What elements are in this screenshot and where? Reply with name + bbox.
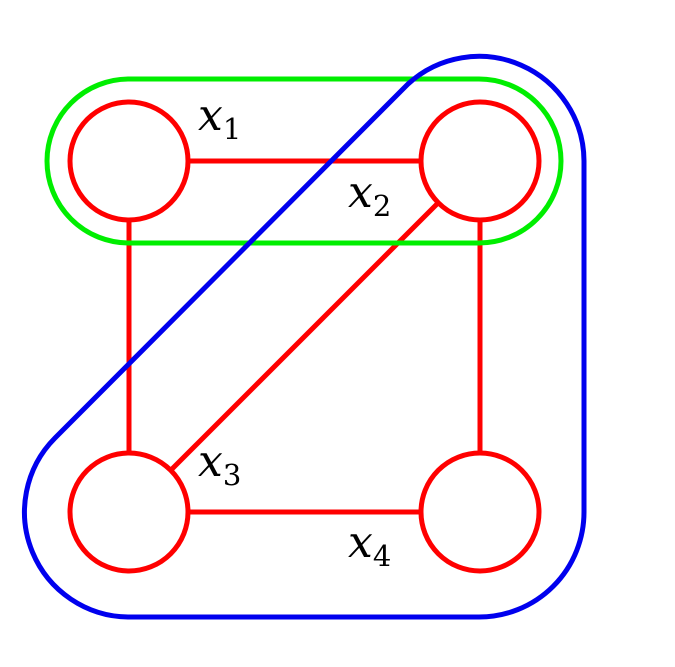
node-x3 xyxy=(67,450,191,574)
node-x1 xyxy=(67,99,191,223)
node-x4 xyxy=(418,450,542,574)
node-x2 xyxy=(418,99,542,223)
label-x3: x3 xyxy=(198,436,241,492)
hyperedge-x2-x3-x4-outline xyxy=(22,53,587,620)
edge-x2-x3 xyxy=(169,201,440,472)
label-x2: x2 xyxy=(348,167,391,223)
label-x4: x4 xyxy=(348,517,391,573)
label-x1: x1 xyxy=(198,90,241,146)
hyperedge-x1-x2-outline xyxy=(44,76,564,246)
